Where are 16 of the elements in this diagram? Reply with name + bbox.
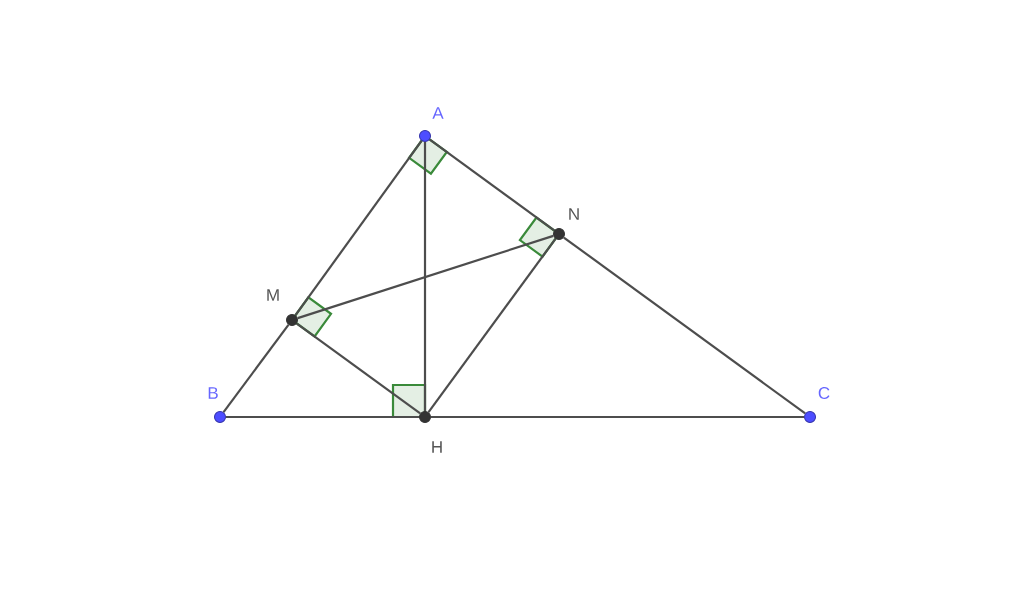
line-segment <box>222 324 290 413</box>
point-label: N <box>569 208 579 220</box>
line-segment <box>431 415 804 419</box>
line-segment <box>429 138 555 232</box>
line-segment <box>423 142 427 411</box>
point-label: H <box>432 441 442 453</box>
point-label: M <box>267 289 279 301</box>
line-segment <box>563 236 806 415</box>
line-segment <box>226 415 419 419</box>
point-label: C <box>818 387 830 400</box>
line-segment <box>294 140 423 316</box>
point-label: B <box>208 387 218 399</box>
point-label: A <box>432 107 444 119</box>
line-segment <box>296 322 421 415</box>
line-segment <box>297 234 554 320</box>
line-segment <box>427 238 557 413</box>
